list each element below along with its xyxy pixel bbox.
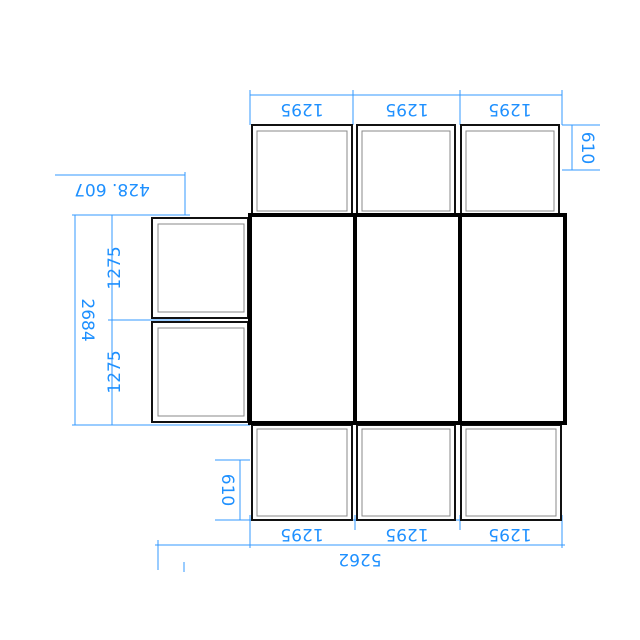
table-1 bbox=[248, 213, 357, 425]
left-offset-label: 428. 607 bbox=[74, 179, 150, 199]
top-width-label-2: 1295 bbox=[385, 99, 428, 119]
top-unit-2 bbox=[356, 124, 456, 216]
bottom-depth-label: 610 bbox=[217, 474, 237, 506]
top-units bbox=[251, 124, 560, 216]
top-unit-3 bbox=[460, 124, 560, 216]
top-depth-label: 610 bbox=[577, 132, 597, 164]
dimension-labels: 1295 1295 1295 610 428. 607 2684 1275 12… bbox=[74, 99, 597, 569]
left-total-label: 2684 bbox=[77, 298, 97, 341]
left-unit-1 bbox=[151, 217, 249, 319]
top-width-label-3: 1295 bbox=[488, 99, 531, 119]
bottom-width-label-1: 1295 bbox=[280, 524, 323, 544]
bottom-unit-1 bbox=[251, 424, 353, 521]
left-units bbox=[151, 217, 249, 423]
top-width-label-1: 1295 bbox=[280, 99, 323, 119]
top-unit-1 bbox=[251, 124, 353, 216]
bottom-width-label-3: 1295 bbox=[488, 524, 531, 544]
left-unit-2 bbox=[151, 321, 249, 423]
bottom-unit-3 bbox=[460, 424, 562, 521]
table-2 bbox=[353, 213, 462, 425]
table-3 bbox=[458, 213, 567, 425]
bottom-width-label-2: 1295 bbox=[385, 524, 428, 544]
bottom-units bbox=[251, 424, 562, 521]
left-height-label-2: 1275 bbox=[105, 350, 125, 393]
tables bbox=[248, 213, 567, 425]
overall-width-label: 5262 bbox=[338, 549, 381, 569]
left-height-label-1: 1275 bbox=[105, 246, 125, 289]
bottom-unit-2 bbox=[356, 424, 456, 521]
